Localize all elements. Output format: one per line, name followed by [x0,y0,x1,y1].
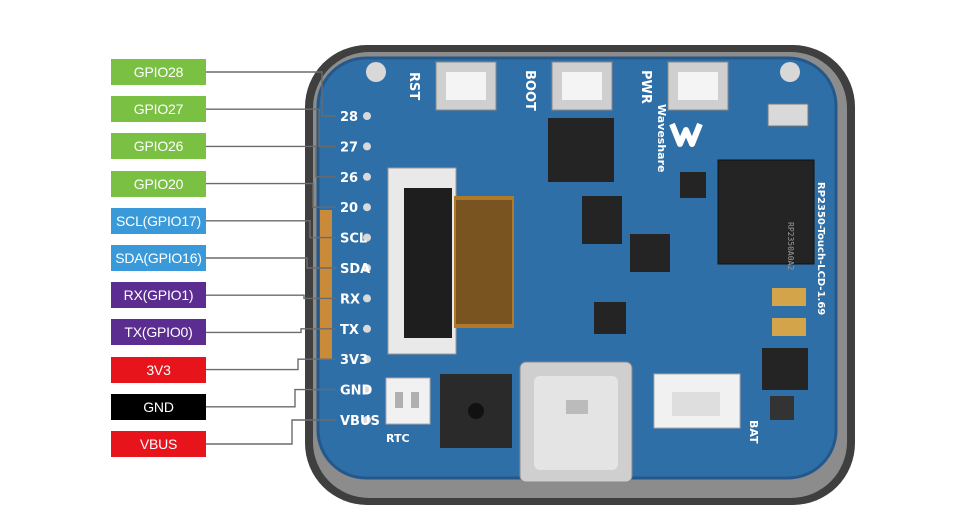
pcb [318,58,836,478]
leader-line-rx [206,294,336,300]
capacitor [772,288,806,306]
leader-line-vbus [206,419,336,445]
leader-line-gnd [206,388,336,408]
ic [594,302,626,334]
pin-label-20: GPIO20 [111,170,206,197]
button-boot-silk: BOOT [522,70,537,111]
pin-label-27: GPIO27 [111,96,206,123]
waveshare-logo [669,122,703,147]
header-pin-hole [363,203,371,212]
pin-label-28: GPIO28 [111,59,206,85]
header-pin-hole [363,385,371,394]
pin-label-3v3: 3V3 [111,356,206,383]
leader-line-3v3 [206,358,336,371]
header-pin-hole [363,294,371,303]
usb-c-port [519,361,633,483]
header-silk-3v3: 3V3 [340,353,368,368]
mount-hole [780,62,800,82]
header-silk-rx: RX [340,292,360,307]
mcu-chip: RP2350A0A2 [717,159,815,270]
pin-label-scl: SCL(GPIO17) [111,207,206,234]
header-silk-vbus: VBUS [340,414,380,429]
pin-label-gnd: GND [111,393,206,420]
leader-line-tx [206,328,336,334]
pin-label-tx: TX(GPIO0) [111,319,206,346]
fpc-connector [387,167,514,355]
brand-silk: Waveshare [655,104,668,172]
chip-marking: RP2350A0A2 [786,222,795,270]
leader-line-28 [206,71,336,117]
header-silk-tx: TX [340,323,359,338]
ic [582,196,622,244]
leader-line-20 [206,182,336,208]
leader-line-27 [206,108,336,148]
button-rst [435,61,497,111]
leader-line-sda [206,257,336,269]
header-silk-27: 27 [340,140,358,155]
ic [630,234,670,272]
rtc-silk: RTC [386,432,410,445]
crystal [767,103,809,127]
header-silk-sda: SDA [340,262,370,277]
model-silk: RP2350-Touch-LCD-1.69 [815,182,826,315]
leader-lines [206,71,336,445]
flex-cable [320,210,332,360]
header-silk-26: 26 [340,171,358,186]
header-pin-hole [363,233,371,242]
battery-connector [653,373,741,429]
flash-chip [548,118,614,182]
leader-line-scl [206,220,336,239]
header-pin-hole [363,355,371,364]
button-boot [551,61,613,111]
button-rst-silk: RST [406,72,421,100]
capacitor [772,318,806,336]
pin-label-vbus: VBUS [111,431,206,457]
ic [770,396,794,420]
header-pin-hole [363,112,371,120]
header-pin-hole [363,264,371,272]
header-pin-hole [363,172,371,181]
mount-hole [366,62,386,82]
header-pins [363,112,371,424]
button-pwr-silk: PWR [638,70,653,104]
button-pwr [667,61,729,111]
leader-line-26 [206,145,336,178]
header-silk-28: 28 [340,110,358,125]
header-pin-hole [363,142,371,151]
rtc-connector [385,377,431,425]
header-silk-scl: SCL [340,232,367,247]
header-silk-20: 20 [340,201,358,216]
header-silk-gnd: GND [340,384,373,399]
header-pin-hole [363,324,371,333]
bat-silk: BAT [747,420,760,444]
ic [680,172,706,198]
header-pin-hole [363,416,371,424]
ic [762,348,808,390]
pin-label-26: GPIO26 [111,133,206,160]
pin-label-rx: RX(GPIO1) [111,282,206,309]
pin-label-sda: SDA(GPIO16) [111,245,206,271]
